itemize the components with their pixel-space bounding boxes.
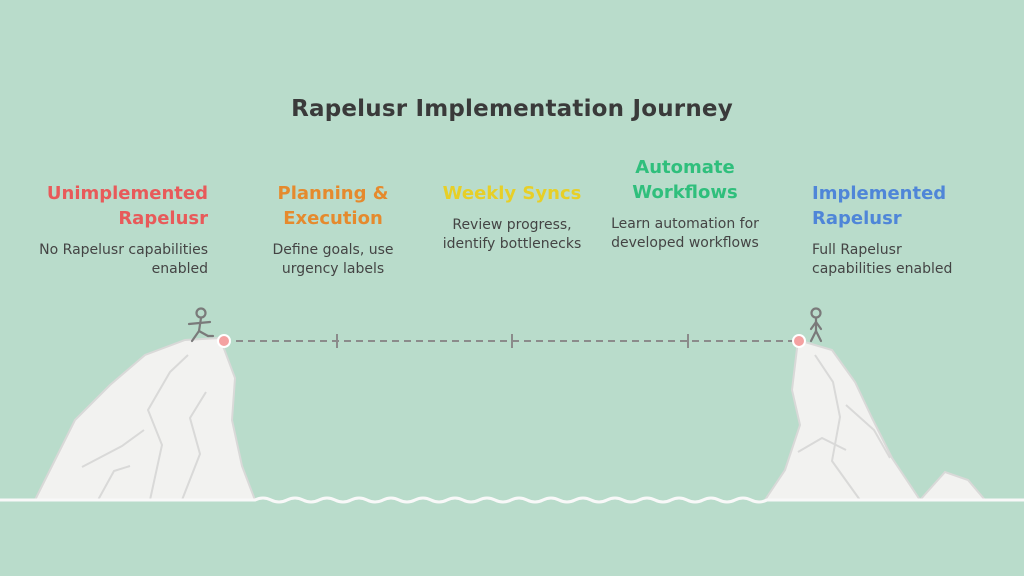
stage-weekly-syncs-description: Review progress, identify bottlenecks: [442, 217, 582, 252]
start-endpoint: [217, 334, 231, 348]
stage-automate-workflows: Automate Workflows Learn automation for …: [605, 155, 765, 253]
stage-implemented: Implemented Rapelusr Full Rapelusr capab…: [812, 181, 982, 279]
right-cliff: [763, 338, 988, 501]
stage-planning-execution-description: Define goals, use urgency labels: [272, 242, 394, 277]
stage-planning-execution: Planning & Execution Define goals, use u…: [255, 181, 411, 279]
stage-unimplemented-title: Unimplemented Rapelusr: [46, 183, 208, 229]
standing-person-icon: [809, 307, 823, 343]
water-line: [0, 496, 1024, 504]
stage-automate-workflows-description: Learn automation for developed workflows: [611, 216, 759, 251]
stage-automate-workflows-title: Automate Workflows: [632, 157, 738, 203]
stage-unimplemented: Unimplemented Rapelusr No Rapelusr capab…: [28, 181, 208, 279]
stage-planning-execution-title: Planning & Execution: [277, 183, 389, 229]
stage-implemented-description: Full Rapelusr capabilities enabled: [812, 242, 953, 277]
end-endpoint: [792, 334, 806, 348]
walking-person-icon: [187, 307, 215, 343]
left-cliff: [33, 336, 257, 501]
stage-weekly-syncs-title: Weekly Syncs: [442, 183, 582, 204]
stage-unimplemented-description: No Rapelusr capabilities enabled: [39, 242, 208, 277]
page-title: Rapelusr Implementation Journey: [291, 96, 733, 122]
stage-weekly-syncs: Weekly Syncs Review progress, identify b…: [432, 181, 592, 254]
stage-implemented-title: Implemented Rapelusr: [812, 183, 947, 229]
